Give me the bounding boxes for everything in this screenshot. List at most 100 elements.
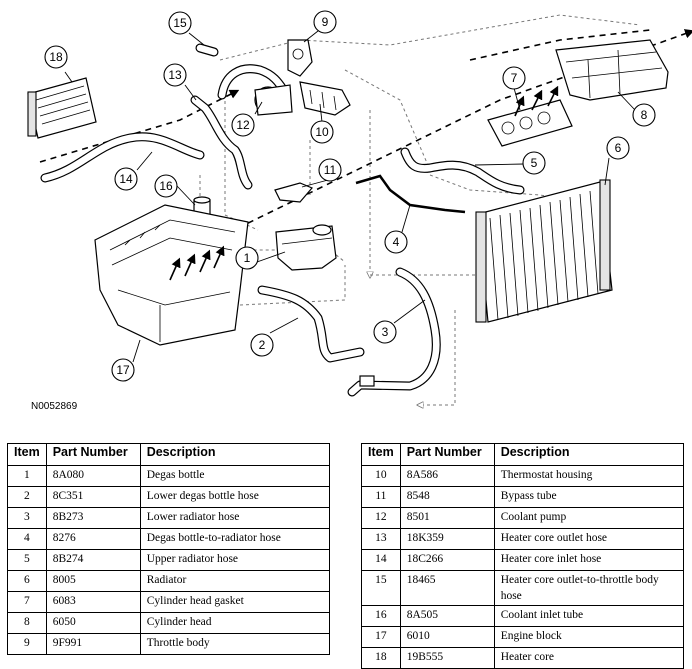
cell-part-number: 8B274 — [45, 549, 141, 571]
cell-description: Throttle body — [139, 633, 331, 655]
callout-4: 4 — [384, 230, 408, 254]
callout-7: 7 — [502, 66, 526, 90]
cell-item: 3 — [7, 507, 47, 529]
degas-bottle — [275, 224, 337, 271]
cell-item: 11 — [361, 486, 401, 508]
svg-text:5: 5 — [531, 156, 538, 170]
header-item: Item — [7, 443, 47, 466]
coolant-pump — [217, 64, 293, 116]
callout-8: 8 — [632, 103, 656, 127]
callout-15: 15 — [168, 11, 192, 35]
svg-text:8: 8 — [641, 108, 648, 122]
degas-to-radiator-hose — [355, 174, 466, 214]
cell-description: Engine block — [493, 626, 685, 648]
svg-text:14: 14 — [119, 172, 133, 186]
cell-part-number: 8A080 — [45, 465, 141, 487]
cell-description: Heater core — [493, 647, 685, 669]
cell-item: 17 — [361, 626, 401, 648]
svg-text:7: 7 — [511, 71, 518, 85]
cell-description: Heater core outlet-to-throttle body hose — [493, 570, 685, 606]
callout-leaders — [64, 30, 636, 363]
cell-description: Coolant pump — [493, 507, 685, 529]
cell-description: Degas bottle-to-radiator hose — [139, 528, 331, 550]
cell-part-number: 9F991 — [45, 633, 141, 655]
callout-13: 13 — [163, 63, 187, 87]
cell-description: Lower radiator hose — [139, 507, 331, 529]
callout-2: 2 — [250, 333, 274, 357]
cell-part-number: 18K359 — [399, 528, 495, 550]
table-header-row: Item Part Number Description — [7, 443, 331, 466]
cell-item: 16 — [361, 605, 401, 627]
callout-12: 12 — [231, 113, 255, 137]
cell-description: Degas bottle — [139, 465, 331, 487]
svg-text:1: 1 — [244, 251, 251, 265]
cell-item: 6 — [7, 570, 47, 592]
cylinder-head — [555, 39, 669, 101]
heater-core — [27, 77, 97, 139]
cell-part-number: 8A586 — [399, 465, 495, 487]
header-part-number: Part Number — [45, 443, 141, 466]
engine-flow-arrows — [169, 85, 559, 281]
cell-description: Thermostat housing — [493, 465, 685, 487]
svg-text:4: 4 — [393, 235, 400, 249]
cell-part-number: 8548 — [399, 486, 495, 508]
cell-part-number: 8276 — [45, 528, 141, 550]
cell-item: 18 — [361, 647, 401, 669]
callout-11: 11 — [318, 158, 342, 182]
bypass-tube — [274, 182, 313, 203]
cell-item: 4 — [7, 528, 47, 550]
svg-text:9: 9 — [322, 15, 329, 29]
cell-item: 2 — [7, 486, 47, 508]
cell-part-number: 8A505 — [399, 605, 495, 627]
cell-description: Bypass tube — [493, 486, 685, 508]
svg-text:12: 12 — [236, 118, 250, 132]
cell-part-number: 8005 — [45, 570, 141, 592]
cell-description: Coolant inlet tube — [493, 605, 685, 627]
cell-item: 14 — [361, 549, 401, 571]
cell-item: 5 — [7, 549, 47, 571]
heater-core-outlet-hose — [190, 95, 253, 190]
heater-outlet-throttle-hose — [195, 43, 219, 57]
lower-radiator-hose — [347, 267, 441, 397]
callout-3: 3 — [373, 320, 397, 344]
cell-description: Heater core outlet hose — [493, 528, 685, 550]
cell-description: Upper radiator hose — [139, 549, 331, 571]
cell-part-number: 18C266 — [399, 549, 495, 571]
table-header-row: Item Part Number Description — [361, 443, 685, 466]
lower-degas-bottle-hose — [257, 285, 365, 363]
svg-text:17: 17 — [116, 363, 130, 377]
callout-bubbles: 1 2 3 4 5 6 7 8 9 10 11 12 13 14 15 16 1… — [44, 10, 656, 382]
svg-text:10: 10 — [315, 125, 329, 139]
svg-text:6: 6 — [615, 141, 622, 155]
drawing-code: N0052869 — [31, 401, 78, 412]
cell-item: 13 — [361, 528, 401, 550]
throttle-body — [287, 39, 313, 77]
svg-text:2: 2 — [259, 338, 266, 352]
callout-1: 1 — [235, 246, 259, 270]
cell-description: Heater core inlet hose — [493, 549, 685, 571]
cell-description: Radiator — [139, 570, 331, 592]
cell-part-number: 18465 — [399, 570, 495, 606]
cell-part-number: 6010 — [399, 626, 495, 648]
svg-text:13: 13 — [168, 68, 182, 82]
callout-10: 10 — [310, 120, 334, 144]
cell-item: 8 — [7, 612, 47, 634]
cylinder-head-gasket — [487, 99, 573, 147]
